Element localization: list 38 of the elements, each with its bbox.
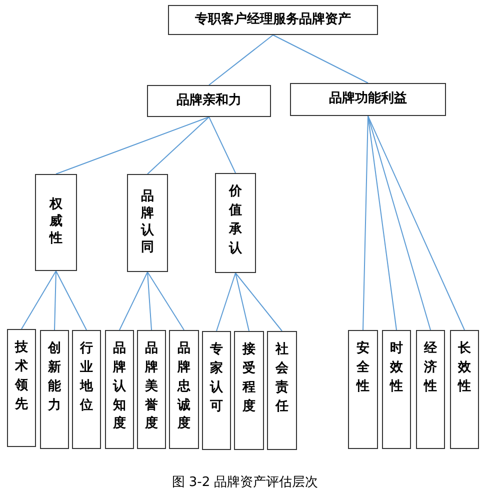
item-box: 品牌认知度 bbox=[105, 330, 134, 449]
connector-line bbox=[362, 116, 368, 330]
item-box: 安全性 bbox=[348, 330, 378, 449]
item-box: 品牌忠诚度 bbox=[169, 330, 199, 449]
item-box: 创新能力 bbox=[40, 330, 69, 449]
connector-line bbox=[235, 272, 250, 332]
connector-line bbox=[147, 272, 184, 330]
item-box: 品牌认同 bbox=[127, 174, 168, 272]
connector-line bbox=[368, 116, 465, 330]
item-box: 长效性 bbox=[450, 330, 479, 449]
category-box: 品牌亲和力 bbox=[147, 85, 271, 117]
connector-line bbox=[208, 34, 274, 86]
figure-caption: 图 3-2 品牌资产评估层次 bbox=[170, 474, 320, 491]
connector-line bbox=[147, 272, 152, 330]
connector-line bbox=[272, 34, 368, 84]
item-box: 社会责任 bbox=[267, 331, 297, 450]
connector-line bbox=[119, 272, 148, 330]
item-box: 时效性 bbox=[382, 330, 411, 449]
connector-line bbox=[368, 116, 431, 330]
connector-line bbox=[147, 116, 210, 174]
connector-line bbox=[235, 272, 282, 332]
connector-line bbox=[21, 270, 56, 330]
connector-line bbox=[368, 116, 397, 330]
item-box: 专家认可 bbox=[202, 331, 231, 450]
item-box: 技术领先 bbox=[7, 329, 36, 447]
item-box: 行业地位 bbox=[72, 330, 101, 449]
connector-line bbox=[56, 116, 210, 174]
connector-line bbox=[208, 116, 236, 174]
item-box: 权威性 bbox=[35, 174, 77, 271]
item-box: 品牌美誉度 bbox=[137, 330, 166, 449]
item-box: 经济性 bbox=[416, 330, 445, 449]
connector-line bbox=[54, 270, 56, 330]
item-box: 价值承认 bbox=[215, 173, 256, 273]
category-box: 专职客户经理服务品牌资产 bbox=[168, 5, 378, 35]
item-box: 接受程度 bbox=[234, 331, 264, 450]
category-box: 品牌功能利益 bbox=[290, 83, 446, 116]
connector-line bbox=[216, 272, 236, 332]
connector-line bbox=[56, 270, 87, 330]
